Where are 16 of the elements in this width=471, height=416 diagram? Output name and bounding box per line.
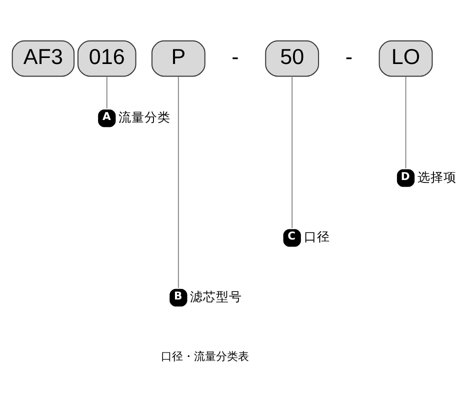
connector	[292, 76, 293, 229]
node-box: 016	[77, 40, 136, 77]
node-box: AF3	[12, 40, 75, 77]
label: -	[345, 44, 353, 70]
label: -	[232, 44, 239, 70]
node-label: 流量分类	[118, 110, 171, 126]
connector	[405, 76, 406, 169]
connector	[106, 76, 108, 110]
node-label: 滤芯型号	[190, 290, 242, 305]
node-box: LO	[378, 40, 433, 77]
node-label: 选择项	[418, 170, 457, 186]
node-box: P	[151, 40, 206, 77]
label: 口径・流量分类表	[160, 350, 249, 364]
node-box: 50	[265, 40, 320, 77]
connector	[178, 76, 179, 288]
node-label: 口径	[304, 230, 330, 246]
